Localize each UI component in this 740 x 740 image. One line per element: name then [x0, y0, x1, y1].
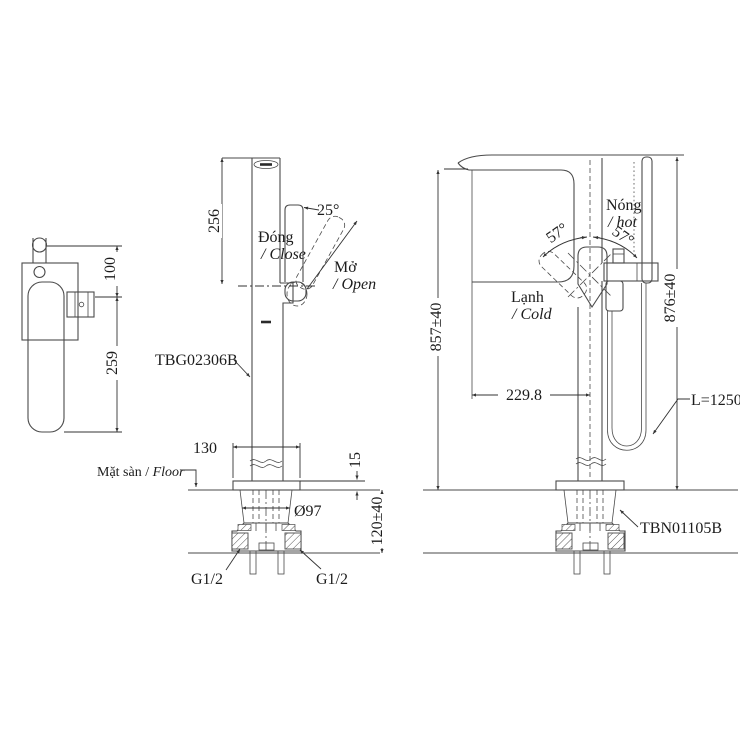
conn-left-label: G1/2	[191, 571, 223, 588]
hand-shower-wand	[641, 156, 653, 284]
shower-grip	[605, 280, 624, 312]
lever-profile	[577, 246, 608, 309]
profile-view: 57° 57° Nóng / hot Lạnh / Cold 857±40 87…	[423, 154, 740, 575]
angle-57-left: 57°	[543, 220, 571, 247]
dim-130: 130	[193, 440, 217, 457]
part-code-front: TBG02306B	[155, 352, 238, 369]
front-view: 256 25° Đóng / Close Mở / Open TBG02306B…	[97, 157, 386, 588]
dim-15: 15	[347, 452, 364, 468]
close-label-vi: Đóng	[258, 229, 294, 246]
hot-label-vi: Nóng	[606, 197, 642, 214]
spout-outlet	[253, 160, 279, 169]
shower-holder	[603, 262, 659, 282]
side-view: 100 259	[21, 237, 122, 433]
lever-open	[295, 215, 346, 290]
dim-diameter: Ø97	[294, 503, 322, 520]
diverter-knob	[612, 248, 625, 264]
part-code-profile: TBN01105B	[640, 520, 722, 537]
open-label-en: / Open	[332, 276, 376, 293]
lever-cold-position	[538, 250, 588, 299]
dim-876: 876±40	[662, 274, 679, 323]
dim-229: 229.8	[506, 387, 542, 404]
conn-right-label: G1/2	[316, 571, 348, 588]
dim-857: 857±40	[428, 303, 445, 352]
close-label-en: / Close	[260, 246, 306, 263]
dim-120: 120±40	[369, 497, 386, 546]
open-label-vi: Mở	[334, 259, 357, 276]
cold-label-en: / Cold	[511, 306, 553, 323]
hot-label-en: / hot	[607, 214, 637, 231]
hand-shower-side	[27, 281, 65, 433]
lever-closed	[284, 204, 304, 282]
cold-label-vi: Lạnh	[511, 289, 544, 306]
floor-label: Mặt sàn / Floor	[97, 465, 185, 480]
dim-100: 100	[102, 257, 119, 281]
dim-259: 259	[104, 351, 121, 375]
hose-length-label: L=1250	[691, 392, 740, 409]
angle-25-label: 25°	[317, 202, 339, 219]
dim-256: 256	[206, 209, 223, 233]
